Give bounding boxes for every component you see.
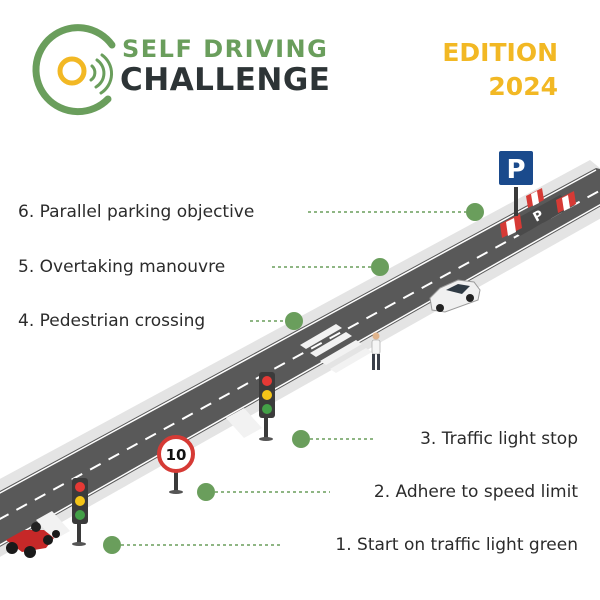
callout-dot — [103, 536, 121, 554]
callout-dot — [292, 430, 310, 448]
logo-signal-icon — [32, 24, 116, 116]
callout-dot — [466, 203, 484, 221]
road-surface — [0, 168, 600, 547]
objective-5-label: 5. Overtaking manouvre — [18, 257, 226, 277]
go-kart-icon — [6, 522, 60, 558]
objective-1-label: 1. Start on traffic light green — [335, 535, 578, 555]
speed-limit-sign-icon: 10 — [157, 435, 195, 494]
edition-label: EDITION — [442, 38, 558, 67]
road-edge-line — [0, 203, 600, 546]
logo-title-line2: CHALLENGE — [120, 62, 331, 98]
speed-limit-value: 10 — [166, 446, 187, 464]
lane-divider — [0, 189, 600, 521]
callout-4 — [250, 312, 303, 330]
barrier-icon — [500, 188, 576, 238]
callout-1 — [103, 536, 282, 554]
pedestrian-crossing — [300, 324, 372, 373]
callout-6 — [308, 203, 484, 221]
edition-year: 2024 — [488, 72, 558, 101]
objective-2-label: 2. Adhere to speed limit — [373, 482, 578, 502]
stop-line — [226, 408, 262, 438]
callout-dot — [285, 312, 303, 330]
pedestrian-icon — [371, 332, 381, 370]
car-icon — [429, 279, 481, 313]
parking-sign-icon: P — [497, 149, 535, 216]
callout-2 — [197, 483, 330, 501]
traffic-light-icon — [72, 478, 88, 546]
callout-5 — [272, 258, 389, 276]
callout-dot — [371, 258, 389, 276]
road-edge-line — [0, 169, 597, 494]
logo-title-line1: SELF DRIVING — [122, 35, 329, 63]
traffic-light-icon — [259, 372, 275, 441]
objective-6-label: 6. Parallel parking objective — [18, 202, 255, 222]
callout-dot — [197, 483, 215, 501]
parking-sign-letter: P — [506, 155, 525, 185]
road: P — [0, 160, 600, 557]
objective-3-label: 3. Traffic light stop — [420, 429, 578, 449]
start-line — [36, 511, 70, 540]
objective-4-label: 4. Pedestrian crossing — [18, 311, 206, 331]
callout-3 — [292, 430, 376, 448]
